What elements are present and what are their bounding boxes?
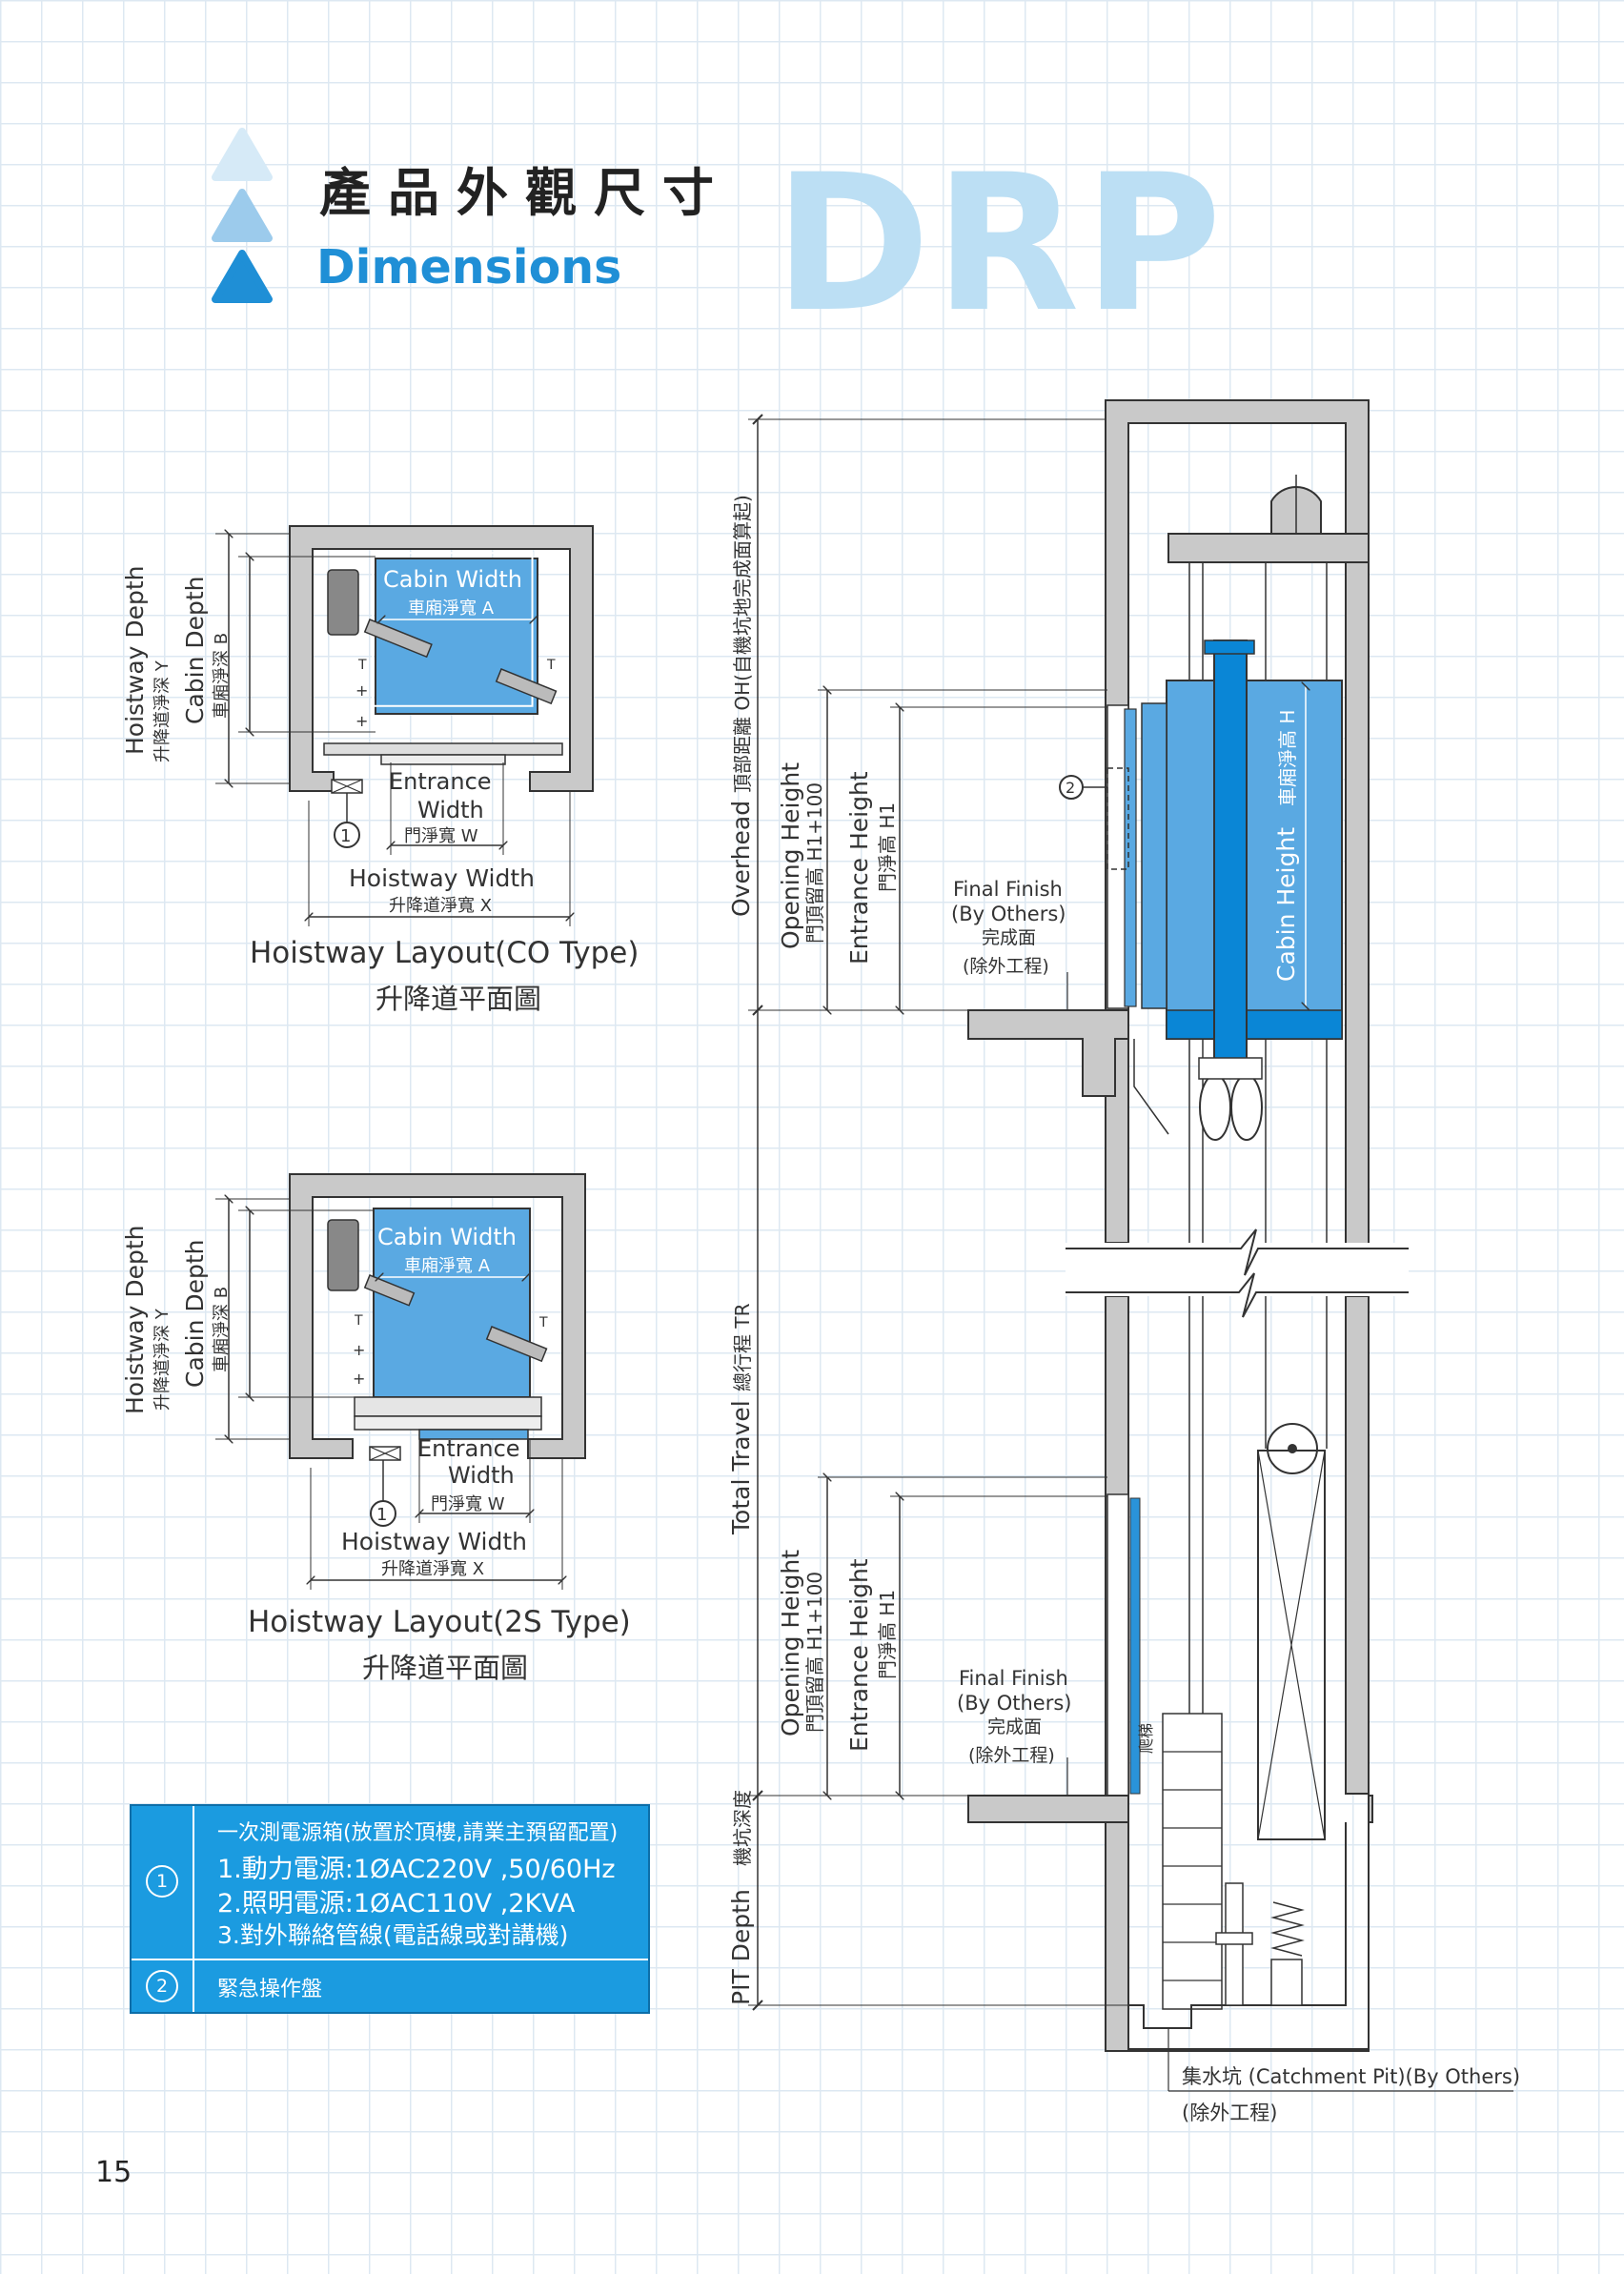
- total-travel-label: Total Travel: [727, 1400, 755, 1535]
- emergency-panel-icon: [1106, 767, 1129, 870]
- svg-text:+: +: [353, 1341, 365, 1359]
- svg-text:T: T: [357, 658, 367, 673]
- catchment-excluded-label: (除外工程): [1182, 2101, 1277, 2124]
- 2s-hoistway-width-label: Hoistway Width: [341, 1528, 527, 1555]
- co-cabin-width-code: 車廂淨寬 A: [408, 599, 495, 619]
- upper-finish-zh-label: 完成面: [982, 927, 1036, 948]
- pit-depth-code: 機坑深度: [731, 1790, 754, 1866]
- svg-text:T: T: [354, 1313, 363, 1329]
- co-caption-zh: 升降道平面圖: [376, 983, 541, 1015]
- 2s-caption: Hoistway Layout(2S Type): [248, 1605, 631, 1639]
- spring-buffer-icon: [1270, 1901, 1305, 1957]
- 2s-entrance-label: Entrance: [417, 1435, 520, 1462]
- 2s-width-label: Width: [448, 1462, 515, 1489]
- 2s-cabin-depth-label: Cabin Depth: [181, 1239, 209, 1388]
- upper-final-finish-label: Final Finish: [953, 878, 1063, 901]
- 2s-cabin-width-label: Cabin Width: [377, 1224, 517, 1250]
- lower-finish-zh-label: 完成面: [987, 1716, 1042, 1737]
- ladder-label: 爬梯: [1137, 1723, 1155, 1754]
- legend-row-1: 1 一次測電源箱(放置於頂樓,請業主預留配置) 1.動力電源:1ØAC220V …: [132, 1806, 648, 1960]
- 2s-hoistway-width-code: 升降道淨寬 X: [381, 1559, 484, 1579]
- model-watermark: DRP: [774, 133, 1226, 354]
- svg-text:+: +: [355, 681, 368, 700]
- co-cabin-depth-code: 車廂淨深 B: [212, 633, 232, 719]
- co-entrance-label: Entrance: [389, 768, 492, 795]
- plan-co: T T + + 1 Hoistway Depth 升降道淨深 Y Cabin D…: [121, 525, 639, 1015]
- lower-entrance-code: 門淨高 H1: [876, 1590, 899, 1679]
- catchment-label: 集水坑 (Catchment Pit)(By Others): [1182, 2065, 1520, 2088]
- 2s-caption-zh: 升降道平面圖: [362, 1652, 528, 1684]
- upper-by-others-label: (By Others): [951, 903, 1066, 925]
- 2s-entrance-code: 門淨寬 W: [431, 1494, 505, 1514]
- total-travel-code: 總行程 TR: [731, 1303, 754, 1391]
- cabin-height-code: 車廂淨高 H: [1276, 710, 1299, 806]
- ladder-icon: [1162, 1713, 1223, 2010]
- lower-by-others-label: (By Others): [957, 1692, 1071, 1715]
- 2s-cabin-width-code: 車廂淨寬 A: [404, 1256, 491, 1276]
- marker-1-label: 1: [340, 826, 351, 846]
- co-hoistway-width-code: 升降道淨寬 X: [389, 896, 492, 916]
- upper-entrance-code: 門淨高 H1: [876, 802, 899, 892]
- traction-machine-icon: [327, 1219, 359, 1291]
- co-width-label: Width: [417, 797, 484, 823]
- hoistway-section: 2 爬梯: [727, 399, 1520, 2124]
- svg-text:+: +: [353, 1370, 365, 1388]
- lower-opening-height-label: Opening Height: [777, 1550, 804, 1736]
- svg-text:T: T: [538, 1315, 548, 1330]
- upper-excluded-label: (除外工程): [963, 956, 1049, 977]
- legend-item1-line2: 2.照明電源:1ØAC110V ,2KVA: [217, 1889, 576, 1919]
- cabin-area: [373, 1208, 531, 1398]
- legend-number-1: 1: [146, 1865, 178, 1898]
- upper-entrance-height-label: Entrance Height: [845, 771, 873, 964]
- upper-opening-height-label: Opening Height: [777, 762, 804, 949]
- lower-final-finish-label: Final Finish: [959, 1667, 1068, 1690]
- legend-item1-title: 一次測電源箱(放置於頂樓,請業主預留配置): [217, 1821, 619, 1845]
- page-title-zh: 產品外觀尺寸: [319, 163, 731, 223]
- 2s-hoistway-depth-label: Hoistway Depth: [121, 1225, 149, 1414]
- counterweight-icon: [1257, 1450, 1326, 1840]
- lower-excluded-label: (除外工程): [968, 1745, 1055, 1766]
- lower-opening-code: 門頂留高 H1+100: [803, 1572, 826, 1733]
- legend-item2-text: 緊急操作盤: [217, 1978, 323, 2001]
- triangle-logo-icon: [212, 128, 273, 303]
- legend-item1-line3: 3.對外聯絡管線(電話線或對講機): [217, 1921, 569, 1949]
- co-cabin-depth-label: Cabin Depth: [181, 576, 209, 724]
- upper-opening-code: 門頂留高 H1+100: [803, 782, 826, 944]
- co-cabin-width-label: Cabin Width: [383, 566, 522, 593]
- page-number: 15: [95, 2156, 132, 2189]
- cabin-section: [1166, 680, 1343, 1040]
- cabin-height-label: Cabin Height: [1272, 827, 1300, 982]
- lower-entrance-height-label: Entrance Height: [845, 1558, 873, 1752]
- page-title-en: Dimensions: [316, 240, 622, 294]
- 2s-cabin-depth-code: 車廂淨深 B: [212, 1287, 232, 1372]
- svg-text:T: T: [546, 658, 556, 673]
- svg-text:+: +: [355, 712, 368, 730]
- co-hoistway-depth-code: 升降道淨深 Y: [152, 660, 173, 762]
- co-entrance-code: 門淨寬 W: [404, 826, 478, 846]
- marker-2-label: 2: [1066, 779, 1075, 797]
- plan-2s: T T + + 1 Hoistway Depth 升降道淨深 Y Cabin D…: [121, 1173, 631, 1684]
- legend-table: 1 一次測電源箱(放置於頂樓,請業主預留配置) 1.動力電源:1ØAC220V …: [130, 1804, 650, 2014]
- traction-machine-icon: [327, 569, 359, 636]
- overhead-label: Overhead: [727, 801, 755, 917]
- co-caption: Hoistway Layout(CO Type): [250, 936, 639, 970]
- co-hoistway-width-label: Hoistway Width: [349, 864, 535, 892]
- legend-row-2: 2 緊急操作盤: [132, 1960, 648, 2012]
- 2s-hoistway-depth-code: 升降道淨深 Y: [152, 1308, 173, 1411]
- header-logo: [212, 126, 273, 303]
- marker-1-label: 1: [376, 1505, 387, 1525]
- overhead-code: 頂部距離 OH(自機坑地完成面算起): [731, 495, 754, 793]
- legend-item1-line1: 1.動力電源:1ØAC220V ,50/60Hz: [217, 1855, 616, 1884]
- co-hoistway-depth-label: Hoistway Depth: [121, 565, 149, 755]
- pit-depth-label: PIT Depth: [727, 1889, 755, 2005]
- legend-number-2: 2: [146, 1970, 178, 2002]
